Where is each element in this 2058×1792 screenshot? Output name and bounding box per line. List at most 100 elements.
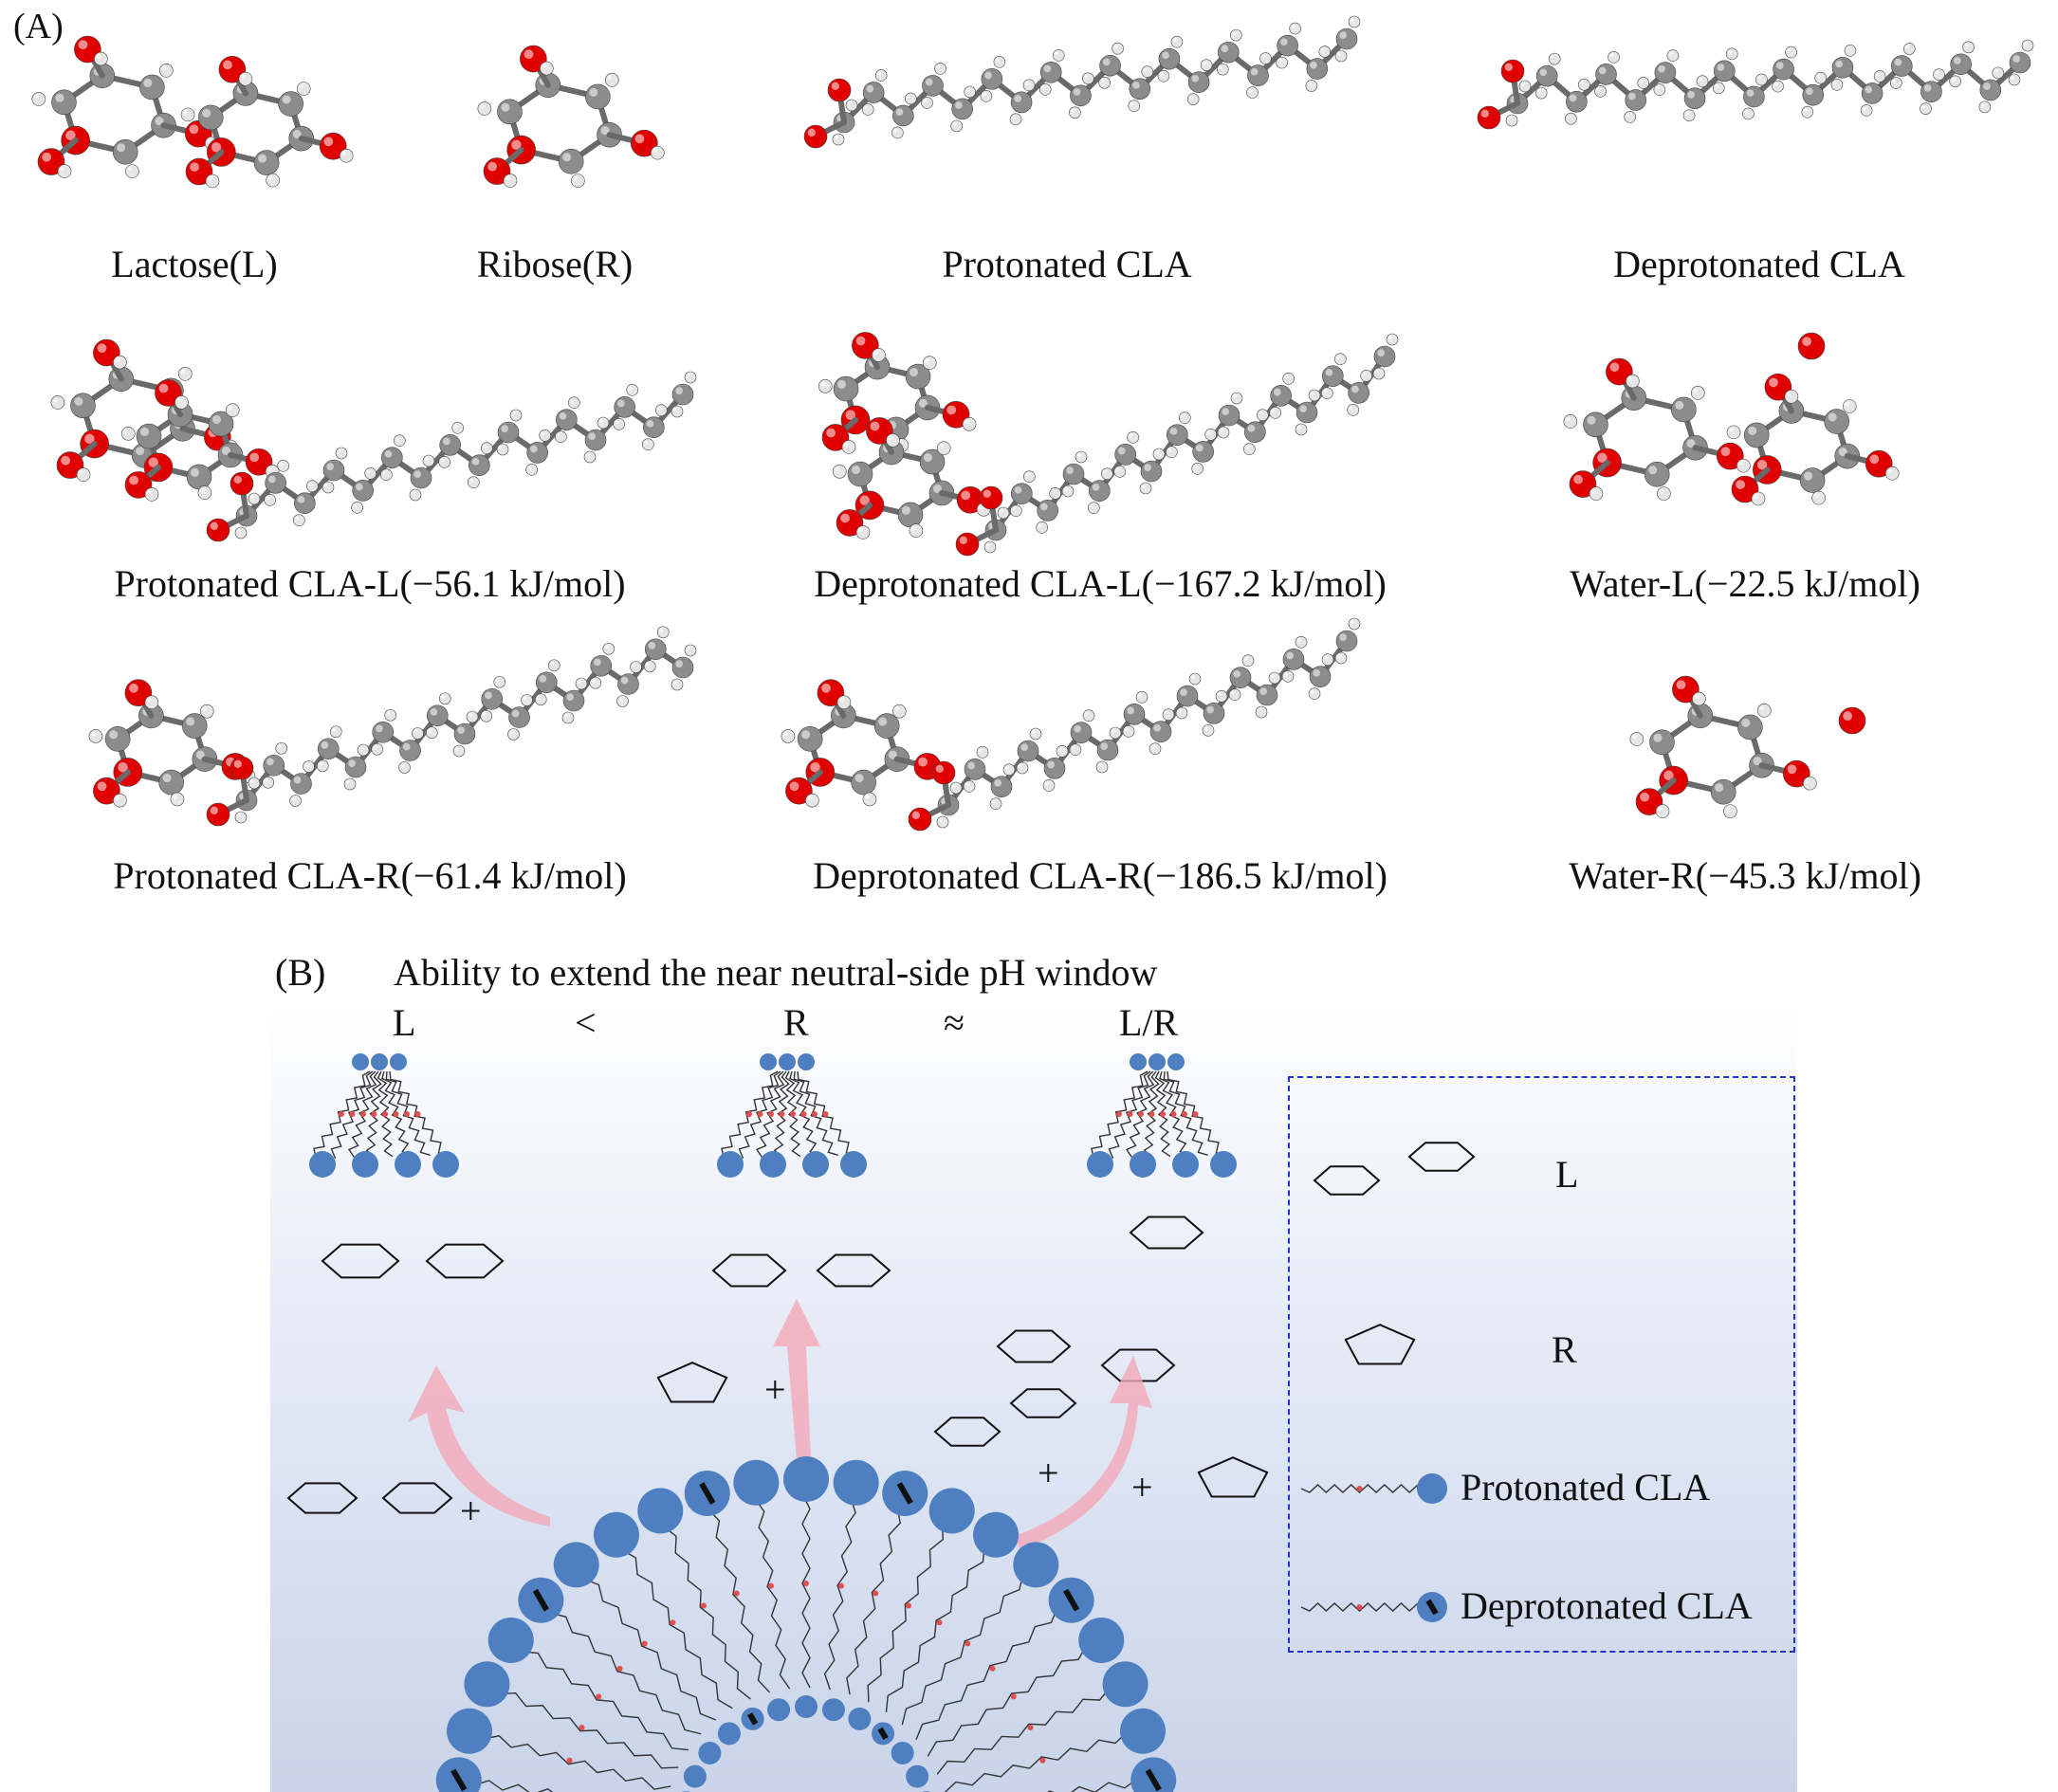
deprotonated-cla-r-carbon-atom-highlight bbox=[1259, 687, 1267, 696]
deprotonated-cla-r-hydrogen-atom-highlight bbox=[1097, 762, 1102, 768]
ribose-ring-hydrogen-atom-highlight bbox=[607, 75, 613, 81]
top-lipid-tail bbox=[793, 1070, 838, 1156]
top-lipid-tail-double-bond bbox=[1148, 1111, 1155, 1117]
deprotonated-cla-l-lactose-2-hydrogen-atom-highlight bbox=[858, 527, 864, 533]
cla-l-lactose-1-oxygen-atom-highlight bbox=[61, 455, 71, 466]
deprotonated-cla-r-hydrogen-atom-highlight bbox=[1243, 656, 1248, 661]
protonated-cla-l-carbon-atom-highlight bbox=[267, 475, 276, 484]
deprotonated-cla-l-carbon-atom-highlight bbox=[1273, 388, 1281, 396]
deprotonated-cla-r-ribose-hydrogen-atom-highlight bbox=[894, 706, 900, 712]
protonated-cla-r-hydrogen-atom-highlight bbox=[441, 694, 446, 699]
protonated-cla-hydrogen-atom-highlight bbox=[1291, 24, 1295, 29]
top-lipid-tail-double-bond bbox=[768, 1111, 774, 1117]
deprotonated-cla-l-carbon-atom-highlight bbox=[1039, 503, 1048, 511]
deprotonated-cla-l-carbon-atom-highlight bbox=[1325, 368, 1333, 376]
protonated-cla-hydrogen-atom-highlight bbox=[923, 99, 928, 103]
micelle-lipid-tail bbox=[458, 1779, 554, 1792]
protonated-cla-carbon-atom-highlight bbox=[925, 78, 933, 86]
deprotonated-cla-l-hydrogen-atom-highlight bbox=[1284, 375, 1289, 379]
deprotonated-cla-l-hydrogen-atom-highlight bbox=[1219, 428, 1223, 432]
micelle-outer-headgroup bbox=[464, 1661, 510, 1708]
deprotonated-cla-oxygen-atom-highlight bbox=[1480, 109, 1490, 119]
deprotonated-cla-l-hydrogen-atom-highlight bbox=[1374, 369, 1379, 374]
protonated-cla-l-carbon-atom-highlight bbox=[355, 483, 363, 491]
deprotonated-cla-hydrogen-atom-highlight bbox=[1832, 81, 1837, 85]
lactose-structure bbox=[425, 1243, 505, 1279]
deprotonated-cla-r-ribose-carbon-atom-highlight bbox=[854, 774, 864, 783]
protonated-cla-oxygen-atom-highlight bbox=[831, 82, 839, 91]
deprotonated-cla-carbon-atom-highlight bbox=[1569, 94, 1577, 102]
protonated-cla-r-hydrogen-atom-highlight bbox=[358, 745, 363, 751]
water-l-ring-2-carbon-atom-highlight bbox=[1828, 412, 1837, 422]
protonated-cla-hydrogen-atom-highlight bbox=[1320, 47, 1325, 52]
micelle-inner-headgroup-charge bbox=[877, 1727, 889, 1741]
top-headgroup bbox=[760, 1053, 777, 1070]
protonated-cla-l-hydrogen-atom-highlight bbox=[411, 490, 415, 496]
protonated-cla-hydrogen-atom-highlight bbox=[847, 101, 853, 105]
protonated-cla-l-carbon-atom-highlight bbox=[326, 463, 334, 470]
bottom-headgroup bbox=[1087, 1151, 1113, 1178]
legend-protonated-tail bbox=[1300, 1484, 1419, 1493]
protonated-cla-r-hydrogen-atom-highlight bbox=[236, 813, 241, 818]
protonated-cla-r-hydrogen-atom-highlight bbox=[482, 712, 487, 717]
protonated-cla-hydrogen-atom-highlight bbox=[1232, 30, 1237, 36]
deprotonated-cla-carbon-atom-highlight bbox=[1628, 92, 1636, 101]
deprotonated-cla-r-hydrogen-atom-highlight bbox=[965, 782, 970, 787]
deprotonated-cla-l-carbon-atom-highlight bbox=[1222, 408, 1229, 415]
protonated-cla-r-hydrogen-atom-highlight bbox=[373, 745, 377, 750]
deprotonated-cla-hydrogen-atom-highlight bbox=[1684, 111, 1690, 116]
deprotonated-cla-l-lactose-2-carbon-atom-highlight bbox=[932, 484, 942, 493]
ribose-ring-hydrogen-atom-highlight bbox=[573, 175, 579, 181]
ribose-ring-oxygen-atom-highlight bbox=[487, 161, 498, 172]
water-l-ring-2-oxygen-atom-highlight bbox=[1869, 454, 1880, 465]
lactose-ring-2-carbon-atom-highlight bbox=[292, 129, 302, 139]
top-headgroup bbox=[798, 1053, 815, 1070]
micelle-inner-headgroup bbox=[848, 1707, 872, 1730]
micelle-lipid-tail-double-bond bbox=[700, 1602, 707, 1609]
deprotonated-cla-r-hydrogen-atom-highlight bbox=[1270, 673, 1275, 679]
protonated-cla-l-hydrogen-atom-highlight bbox=[570, 398, 575, 403]
micelle-lipid-tail bbox=[469, 1730, 671, 1790]
ribose-ring-hydrogen-atom-highlight bbox=[542, 64, 547, 69]
cla-r-ribose-oxygen-atom-highlight bbox=[97, 781, 107, 792]
lactose-ring-1-hydrogen-atom-highlight bbox=[207, 138, 212, 144]
cla-l-lactose-1-hydrogen-atom-highlight bbox=[79, 469, 84, 475]
lactose-ring-2-oxygen-atom-highlight bbox=[223, 60, 232, 70]
micelle-outer-headgroup bbox=[1013, 1542, 1059, 1588]
micelle-lipid-tail bbox=[540, 1600, 702, 1735]
deprotonated-cla-hydrogen-atom-highlight bbox=[1744, 109, 1749, 114]
top-lipid-tail-double-bond bbox=[1138, 1111, 1144, 1117]
protonated-cla-hydrogen-atom-highlight bbox=[1024, 81, 1030, 85]
water-l-ring-1-hydrogen-atom-highlight bbox=[1738, 461, 1744, 466]
protonated-cla-r-hydrogen-atom-highlight bbox=[454, 746, 459, 752]
cla-r-ribose-carbon-atom-highlight bbox=[195, 750, 205, 759]
protonated-cla-hydrogen-atom-highlight bbox=[952, 121, 957, 126]
deprotonated-cla-carbon-atom-highlight bbox=[2012, 55, 2020, 63]
deprotonated-cla-l-hydrogen-atom-highlight bbox=[1051, 489, 1056, 494]
deprotonated-cla-r-carbon-atom-highlight bbox=[1286, 651, 1294, 660]
deprotonated-cla-r-carbon-atom-highlight bbox=[1153, 723, 1161, 732]
top-lipid-tail bbox=[389, 1070, 450, 1156]
protonated-cla-carbon-atom-highlight bbox=[1132, 82, 1140, 89]
top-lipid-tail-double-bond bbox=[414, 1111, 421, 1117]
micelle-outer-headgroup bbox=[553, 1542, 599, 1588]
deprotonated-cla-hydrogen-atom-highlight bbox=[1862, 106, 1867, 111]
deprotonated-cla-l-hydrogen-atom-highlight bbox=[1245, 445, 1250, 449]
lactose-ring-2-hydrogen-atom-highlight bbox=[183, 109, 189, 115]
lactose-ring-2-oxygen-atom-highlight bbox=[323, 137, 334, 147]
protonated-cla-l-hydrogen-atom-highlight bbox=[511, 411, 517, 415]
deprotonated-cla-l-hydrogen-atom-highlight bbox=[1025, 472, 1030, 477]
protonated-cla-carbon-atom-highlight bbox=[1191, 74, 1200, 82]
deprotonated-cla-carbon-atom-highlight bbox=[1717, 64, 1725, 71]
protonated-cla-r-hydrogen-atom-highlight bbox=[659, 628, 664, 632]
micelle-lipid-tail bbox=[927, 1639, 1102, 1757]
bottom-headgroup bbox=[802, 1151, 829, 1178]
protonated-cla-hydrogen-atom-highlight bbox=[1202, 61, 1207, 65]
deprotonated-cla-l-lactose-1-oxygen-atom-highlight bbox=[826, 428, 836, 438]
micelle-lipid-tail-double-bond bbox=[965, 1640, 971, 1647]
protonated-cla-hydrogen-atom-highlight bbox=[936, 64, 941, 69]
micelle-lipid-tail bbox=[846, 1492, 906, 1695]
deprotonated-cla-r-hydrogen-atom-highlight bbox=[1150, 744, 1155, 749]
bottom-headgroup bbox=[1130, 1151, 1156, 1178]
